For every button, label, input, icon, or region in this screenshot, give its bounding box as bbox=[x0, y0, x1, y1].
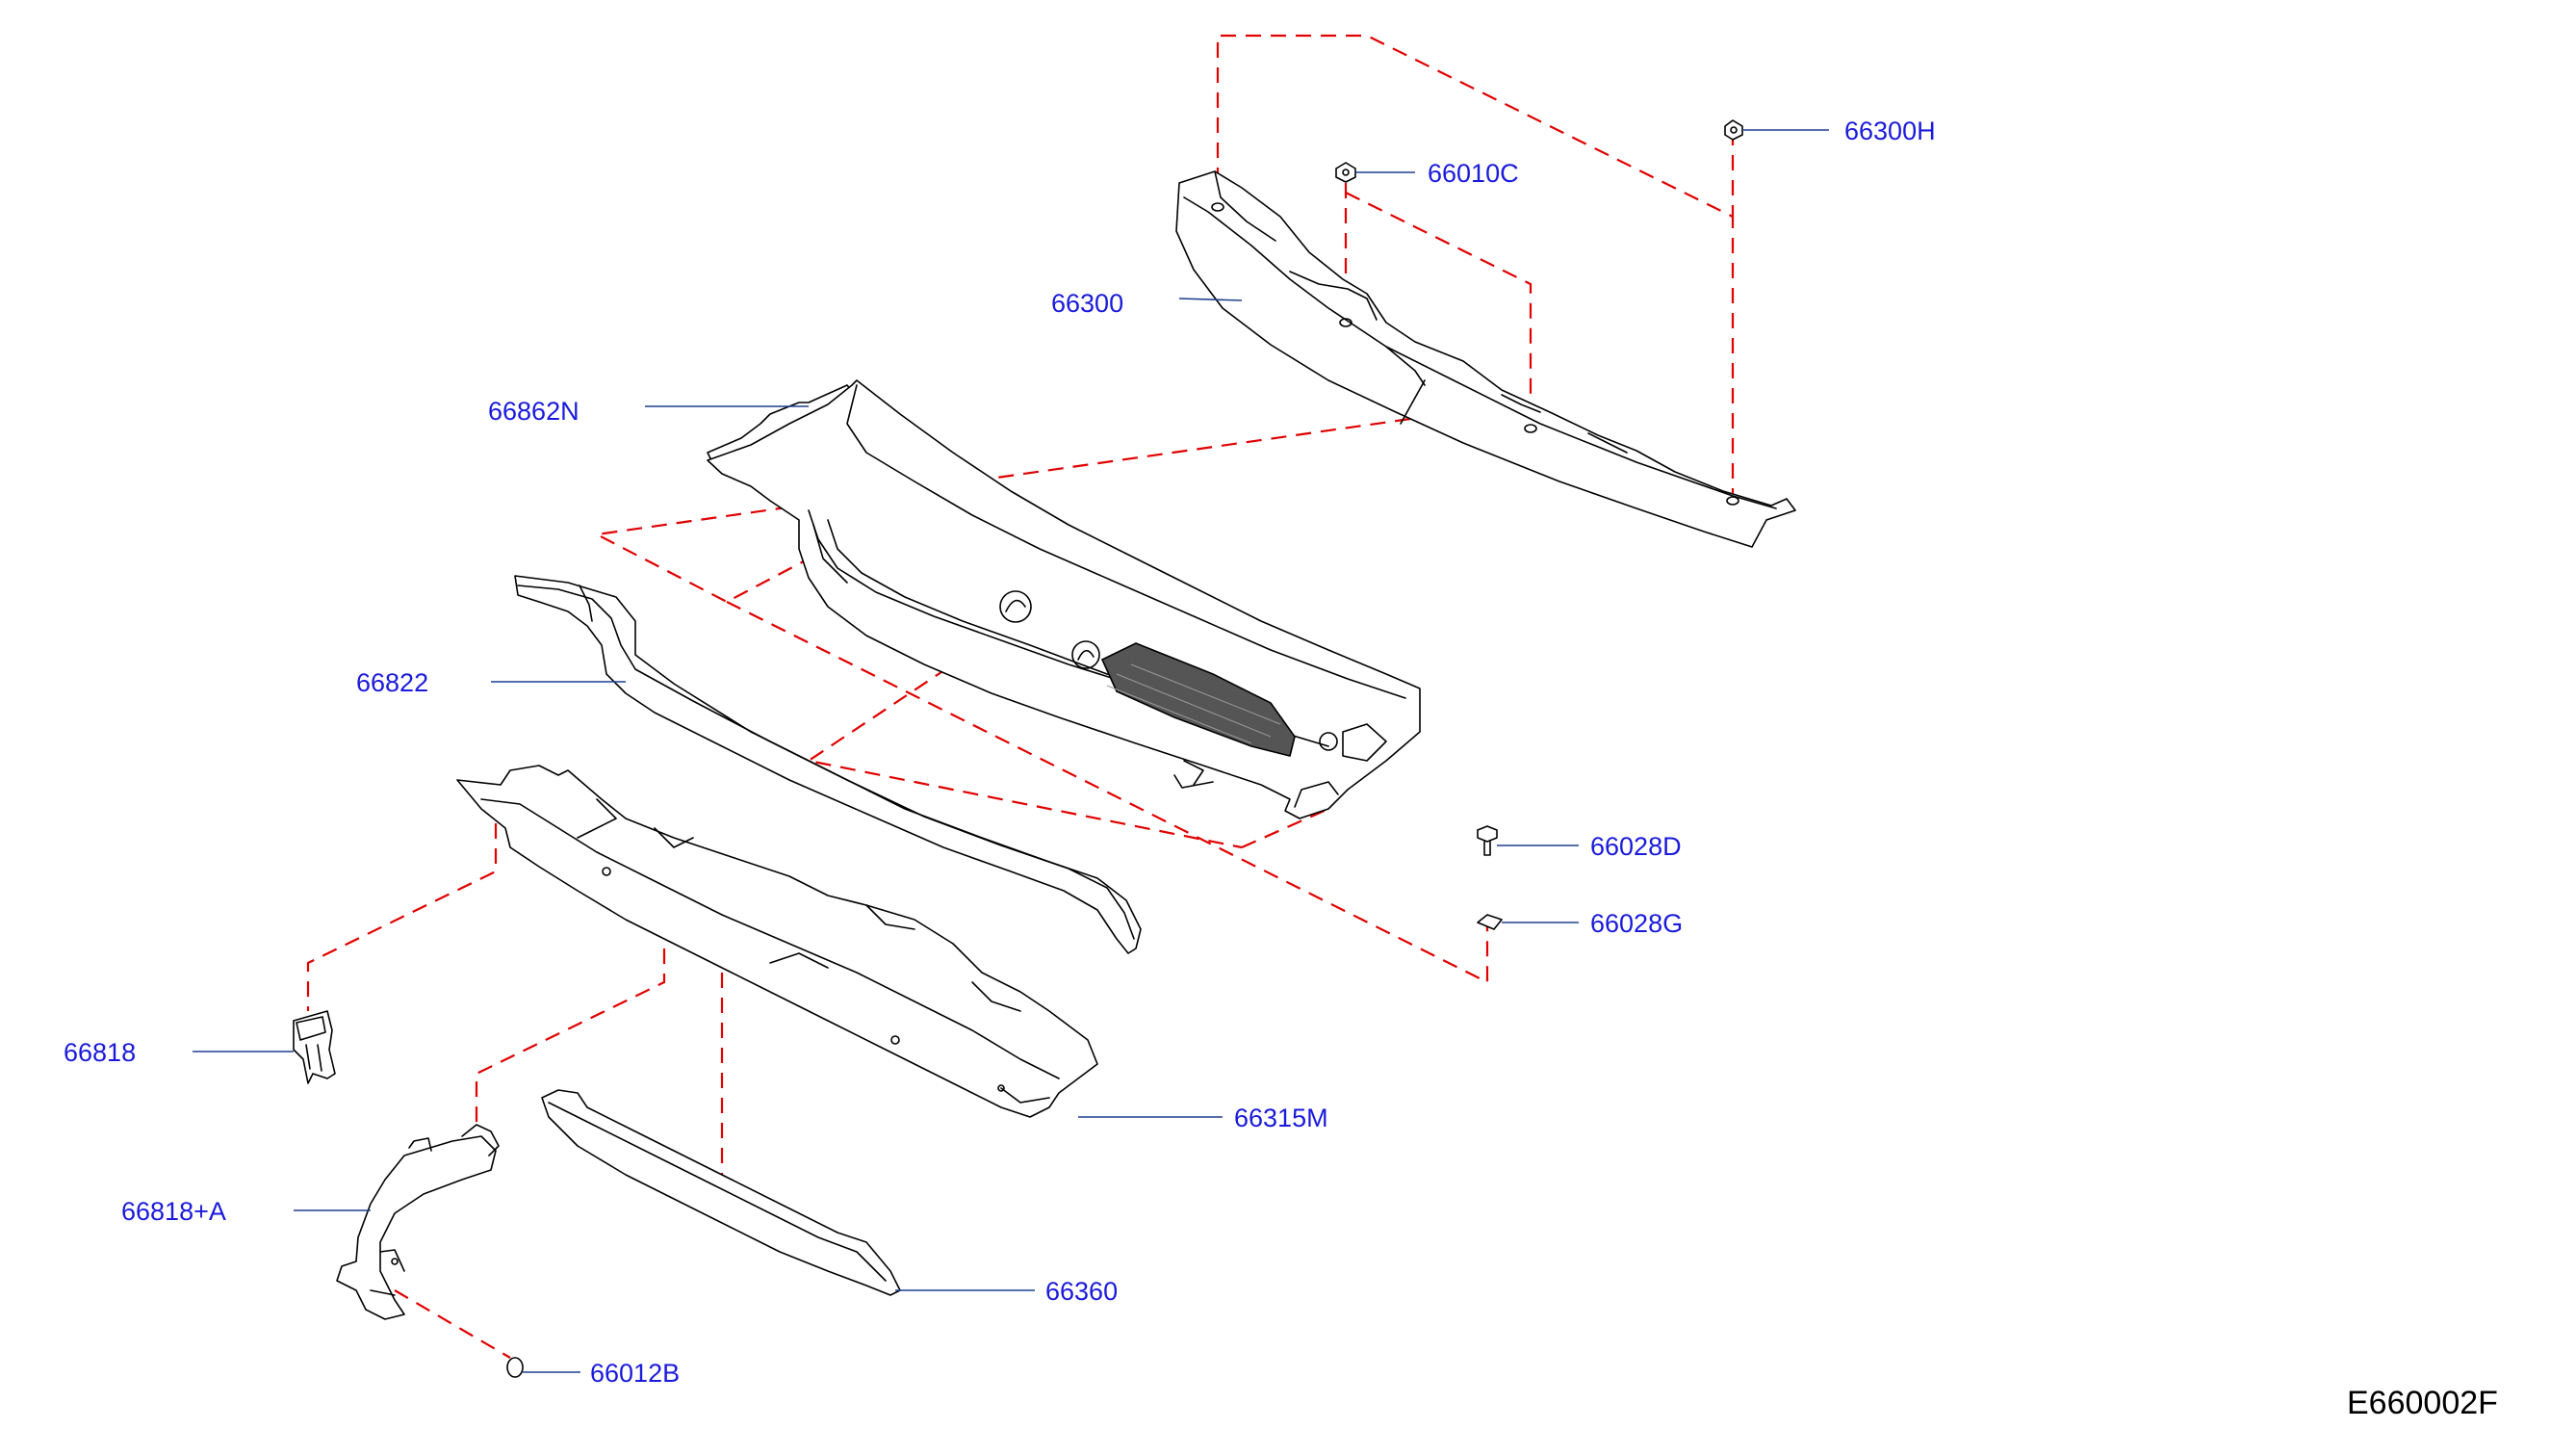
callout-66818A: 66818+A bbox=[121, 1197, 226, 1226]
part-drain-bracket bbox=[293, 1010, 336, 1084]
part-cowl-top-cover bbox=[1175, 170, 1796, 548]
figure-code: E660002F bbox=[2347, 1385, 2498, 1421]
clip-66012B bbox=[506, 1357, 524, 1378]
clip-66028G bbox=[1477, 914, 1503, 930]
callout-66818: 66818 bbox=[64, 1038, 136, 1067]
callout-66012B: 66012B bbox=[590, 1359, 680, 1388]
callout-66315M: 66315M bbox=[1234, 1104, 1328, 1132]
callout-66010C: 66010C bbox=[1428, 159, 1519, 188]
part-cowl-grille bbox=[707, 379, 1421, 819]
bolt-66028D bbox=[1477, 825, 1498, 856]
callout-66822: 66822 bbox=[356, 668, 428, 697]
clip-66300H bbox=[1724, 119, 1743, 141]
callout-66300: 66300 bbox=[1051, 289, 1123, 318]
part-cowl-lower bbox=[456, 765, 1098, 1118]
callout-66300H: 66300H bbox=[1844, 117, 1936, 145]
part-cowl-seal bbox=[514, 575, 1142, 954]
callout-66028G: 66028G bbox=[1590, 909, 1683, 938]
callout-66360: 66360 bbox=[1045, 1277, 1118, 1306]
callout-66028D: 66028D bbox=[1590, 832, 1682, 861]
callout-66862N: 66862N bbox=[488, 397, 580, 426]
part-seal-strip bbox=[541, 1089, 901, 1296]
part-drain-hose bbox=[336, 1124, 500, 1320]
clip-66010C bbox=[1335, 162, 1356, 183]
leader-lines bbox=[193, 129, 1829, 1373]
